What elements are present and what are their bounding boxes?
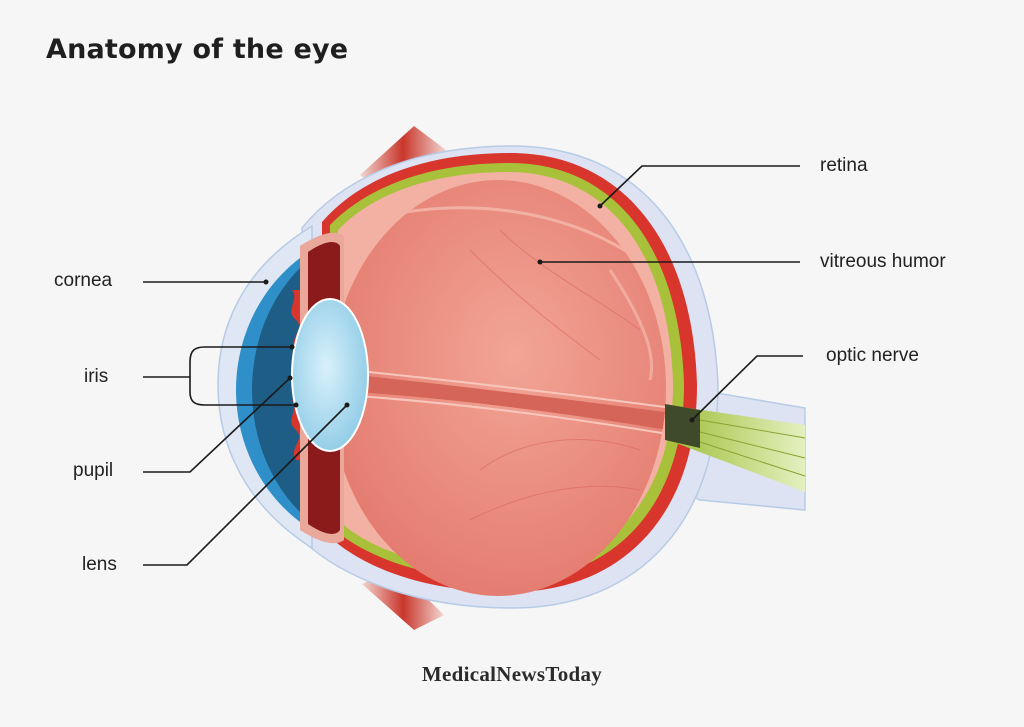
page-title: Anatomy of the eye bbox=[46, 34, 349, 65]
leader-optic-nerve bbox=[691, 355, 803, 421]
optic-nerve bbox=[668, 405, 805, 492]
label-vitreous-humor: vitreous humor bbox=[820, 251, 946, 272]
label-optic-nerve: optic nerve bbox=[826, 345, 919, 366]
label-retina: retina bbox=[820, 155, 868, 176]
vitreous-humor-body bbox=[330, 180, 666, 596]
leader-retina bbox=[599, 165, 800, 207]
lens-shape bbox=[291, 298, 369, 452]
label-pupil: pupil bbox=[73, 460, 114, 481]
leader-lens bbox=[143, 404, 348, 566]
label-lens: lens bbox=[82, 554, 117, 575]
label-iris: iris bbox=[84, 366, 109, 387]
label-cornea: cornea bbox=[54, 270, 113, 291]
leader-iris bbox=[143, 346, 296, 406]
hyaloid-canal bbox=[330, 372, 666, 432]
brand-logo: MedicalNewsToday bbox=[421, 662, 603, 686]
leader-pupil bbox=[143, 377, 291, 473]
